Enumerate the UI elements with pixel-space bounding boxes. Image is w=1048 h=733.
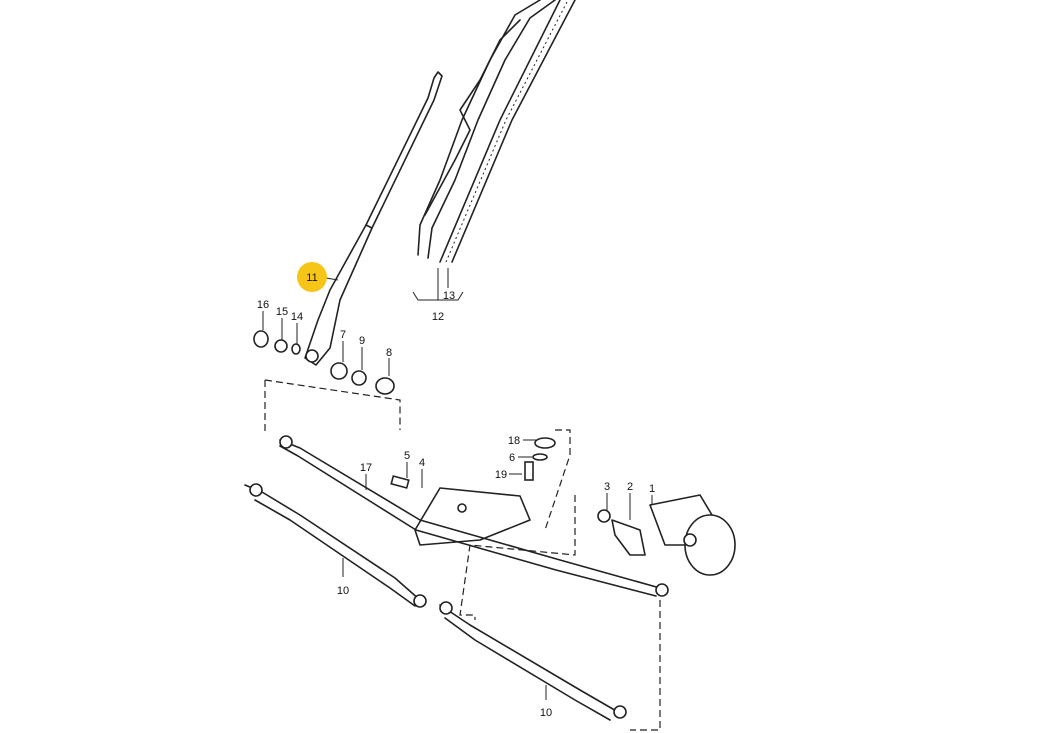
callout-15[interactable]: 15 <box>276 306 288 318</box>
callout-12[interactable]: 12 <box>432 311 444 323</box>
wiper-linkage <box>244 435 669 721</box>
callout-7[interactable]: 7 <box>340 329 346 341</box>
highlight-marker <box>297 262 327 292</box>
callout-3[interactable]: 3 <box>604 481 610 493</box>
callout-9[interactable]: 9 <box>359 335 365 347</box>
callout-5[interactable]: 5 <box>404 450 410 462</box>
wiper-motor <box>459 429 736 731</box>
leader-lines <box>262 268 653 700</box>
callout-11[interactable]: 11 <box>306 272 317 284</box>
small-parts <box>253 330 401 435</box>
callout-18[interactable]: 18 <box>508 435 520 447</box>
callout-2[interactable]: 2 <box>627 481 633 493</box>
wiper-arm <box>304 71 443 366</box>
callout-8[interactable]: 8 <box>386 347 392 359</box>
callout-10-right[interactable]: 10 <box>540 707 552 719</box>
callout-labels: 11 12 13 16 15 14 7 9 8 18 6 19 5 4 17 3… <box>257 262 655 719</box>
callout-10-left[interactable]: 10 <box>337 585 349 597</box>
callout-17[interactable]: 17 <box>360 462 372 474</box>
callout-1[interactable]: 1 <box>649 483 655 495</box>
wiper-blade <box>417 0 576 263</box>
callout-6[interactable]: 6 <box>509 452 515 464</box>
callout-16[interactable]: 16 <box>257 299 269 311</box>
callout-13[interactable]: 13 <box>443 290 455 302</box>
callout-14[interactable]: 14 <box>291 311 303 323</box>
callout-19[interactable]: 19 <box>495 469 507 481</box>
callout-4[interactable]: 4 <box>419 457 425 469</box>
